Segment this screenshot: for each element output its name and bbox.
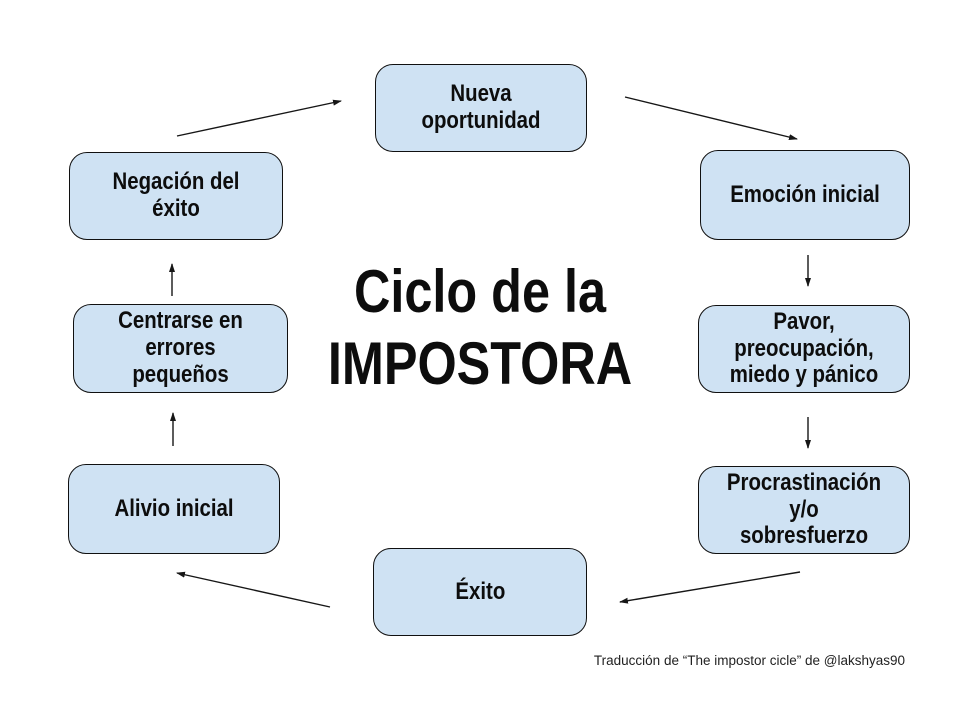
node-label: Éxito bbox=[455, 577, 505, 605]
node-label: Procrastinación y/o sobresfuerzo bbox=[726, 468, 882, 550]
node-emocion-inicial: Emoción inicial bbox=[700, 150, 910, 240]
node-alivio-inicial: Alivio inicial bbox=[68, 464, 280, 554]
node-label: Nueva oportunidad bbox=[421, 80, 541, 134]
node-label: Negación del éxito bbox=[112, 168, 240, 222]
node-centrarse-errores: Centrarse en errores pequeños bbox=[73, 304, 288, 393]
arrow-negacion-to-nueva bbox=[176, 99, 342, 137]
node-label: Alivio inicial bbox=[114, 494, 234, 522]
arrow-nueva-to-emocion bbox=[624, 96, 798, 141]
arrow-exito-to-alivio bbox=[176, 571, 331, 608]
node-pavor-preocupacion: Pavor, preocupación, miedo y pánico bbox=[698, 305, 910, 393]
node-label: Emoción inicial bbox=[730, 180, 880, 208]
node-label: Pavor, preocupación, miedo y pánico bbox=[729, 307, 879, 389]
node-label: Centrarse en errores pequeños bbox=[118, 307, 243, 388]
diagram-title: Ciclo de la IMPOSTORA bbox=[327, 258, 633, 397]
arrow-procrastinacion-to-exito bbox=[619, 571, 801, 604]
node-procrastinacion: Procrastinación y/o sobresfuerzo bbox=[698, 466, 910, 554]
node-nueva-oportunidad: Nueva oportunidad bbox=[375, 64, 587, 152]
node-exito: Éxito bbox=[373, 548, 587, 636]
node-negacion-exito: Negación del éxito bbox=[69, 152, 283, 240]
attribution-caption: Traducción de “The impostor cicle” de @l… bbox=[593, 653, 905, 668]
